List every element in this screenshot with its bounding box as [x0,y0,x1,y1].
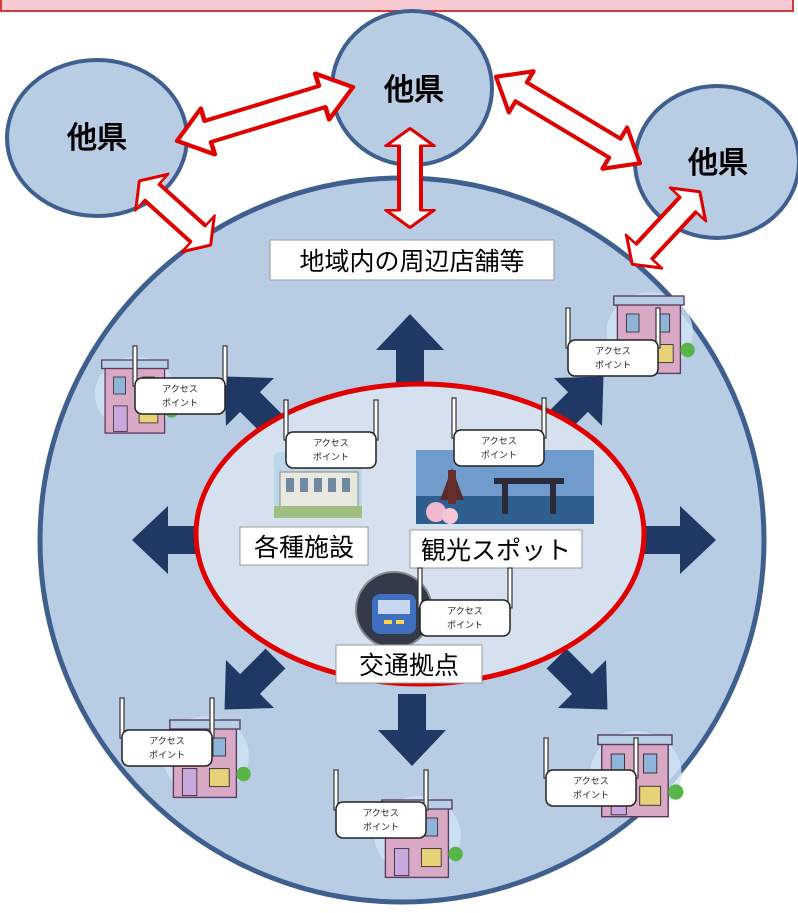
link-arrow-top-right [484,56,653,184]
access-point-icon: アクセス ポイント [119,697,215,767]
facilities-label-box [239,526,369,566]
svg-text:アクセス: アクセス [363,808,399,819]
access-point-icon: アクセス ポイント [417,567,513,637]
access-point-icon: アクセス ポイント [451,397,547,467]
prefecture-label-right: 他県 [687,146,748,181]
svg-text:アクセス: アクセス [162,384,198,395]
svg-text:ポイント: ポイント [447,620,483,631]
facilities-label: 各種施設 [254,533,354,562]
transport-label: 交通拠点 [359,651,459,680]
facility-image [274,452,362,518]
access-point-icon: アクセス ポイント [283,399,379,469]
svg-text:ポイント: ポイント [481,450,517,461]
svg-text:アクセス: アクセス [595,346,631,357]
svg-text:ポイント: ポイント [149,750,185,761]
svg-text:ポイント: ポイント [573,790,609,801]
svg-text:アクセス: アクセス [149,736,185,747]
svg-text:ポイント: ポイント [363,822,399,833]
access-point-icon: アクセス ポイント [543,737,639,807]
svg-text:アクセス: アクセス [313,438,349,449]
outer-label-box [269,239,555,281]
access-point-icon: アクセス ポイント [132,345,228,415]
svg-text:アクセス: アクセス [573,776,609,787]
svg-text:ポイント: ポイント [595,360,631,371]
svg-text:アクセス: アクセス [481,436,517,447]
transport-label-box [335,644,483,684]
outer-label: 地域内の周辺店舗等 [299,247,524,276]
svg-text:ポイント: ポイント [162,398,198,409]
link-arrow-left-top [170,64,360,164]
tourism-label: 観光スポット [421,536,571,565]
tourism-label-box [409,529,583,569]
prefecture-label-top: 他県 [383,73,444,108]
svg-text:ポイント: ポイント [313,452,349,463]
svg-text:アクセス: アクセス [447,606,483,617]
access-point-icon: アクセス ポイント [565,307,661,377]
prefecture-label-left: 他県 [66,121,127,156]
access-point-icon: アクセス ポイント [333,769,429,839]
